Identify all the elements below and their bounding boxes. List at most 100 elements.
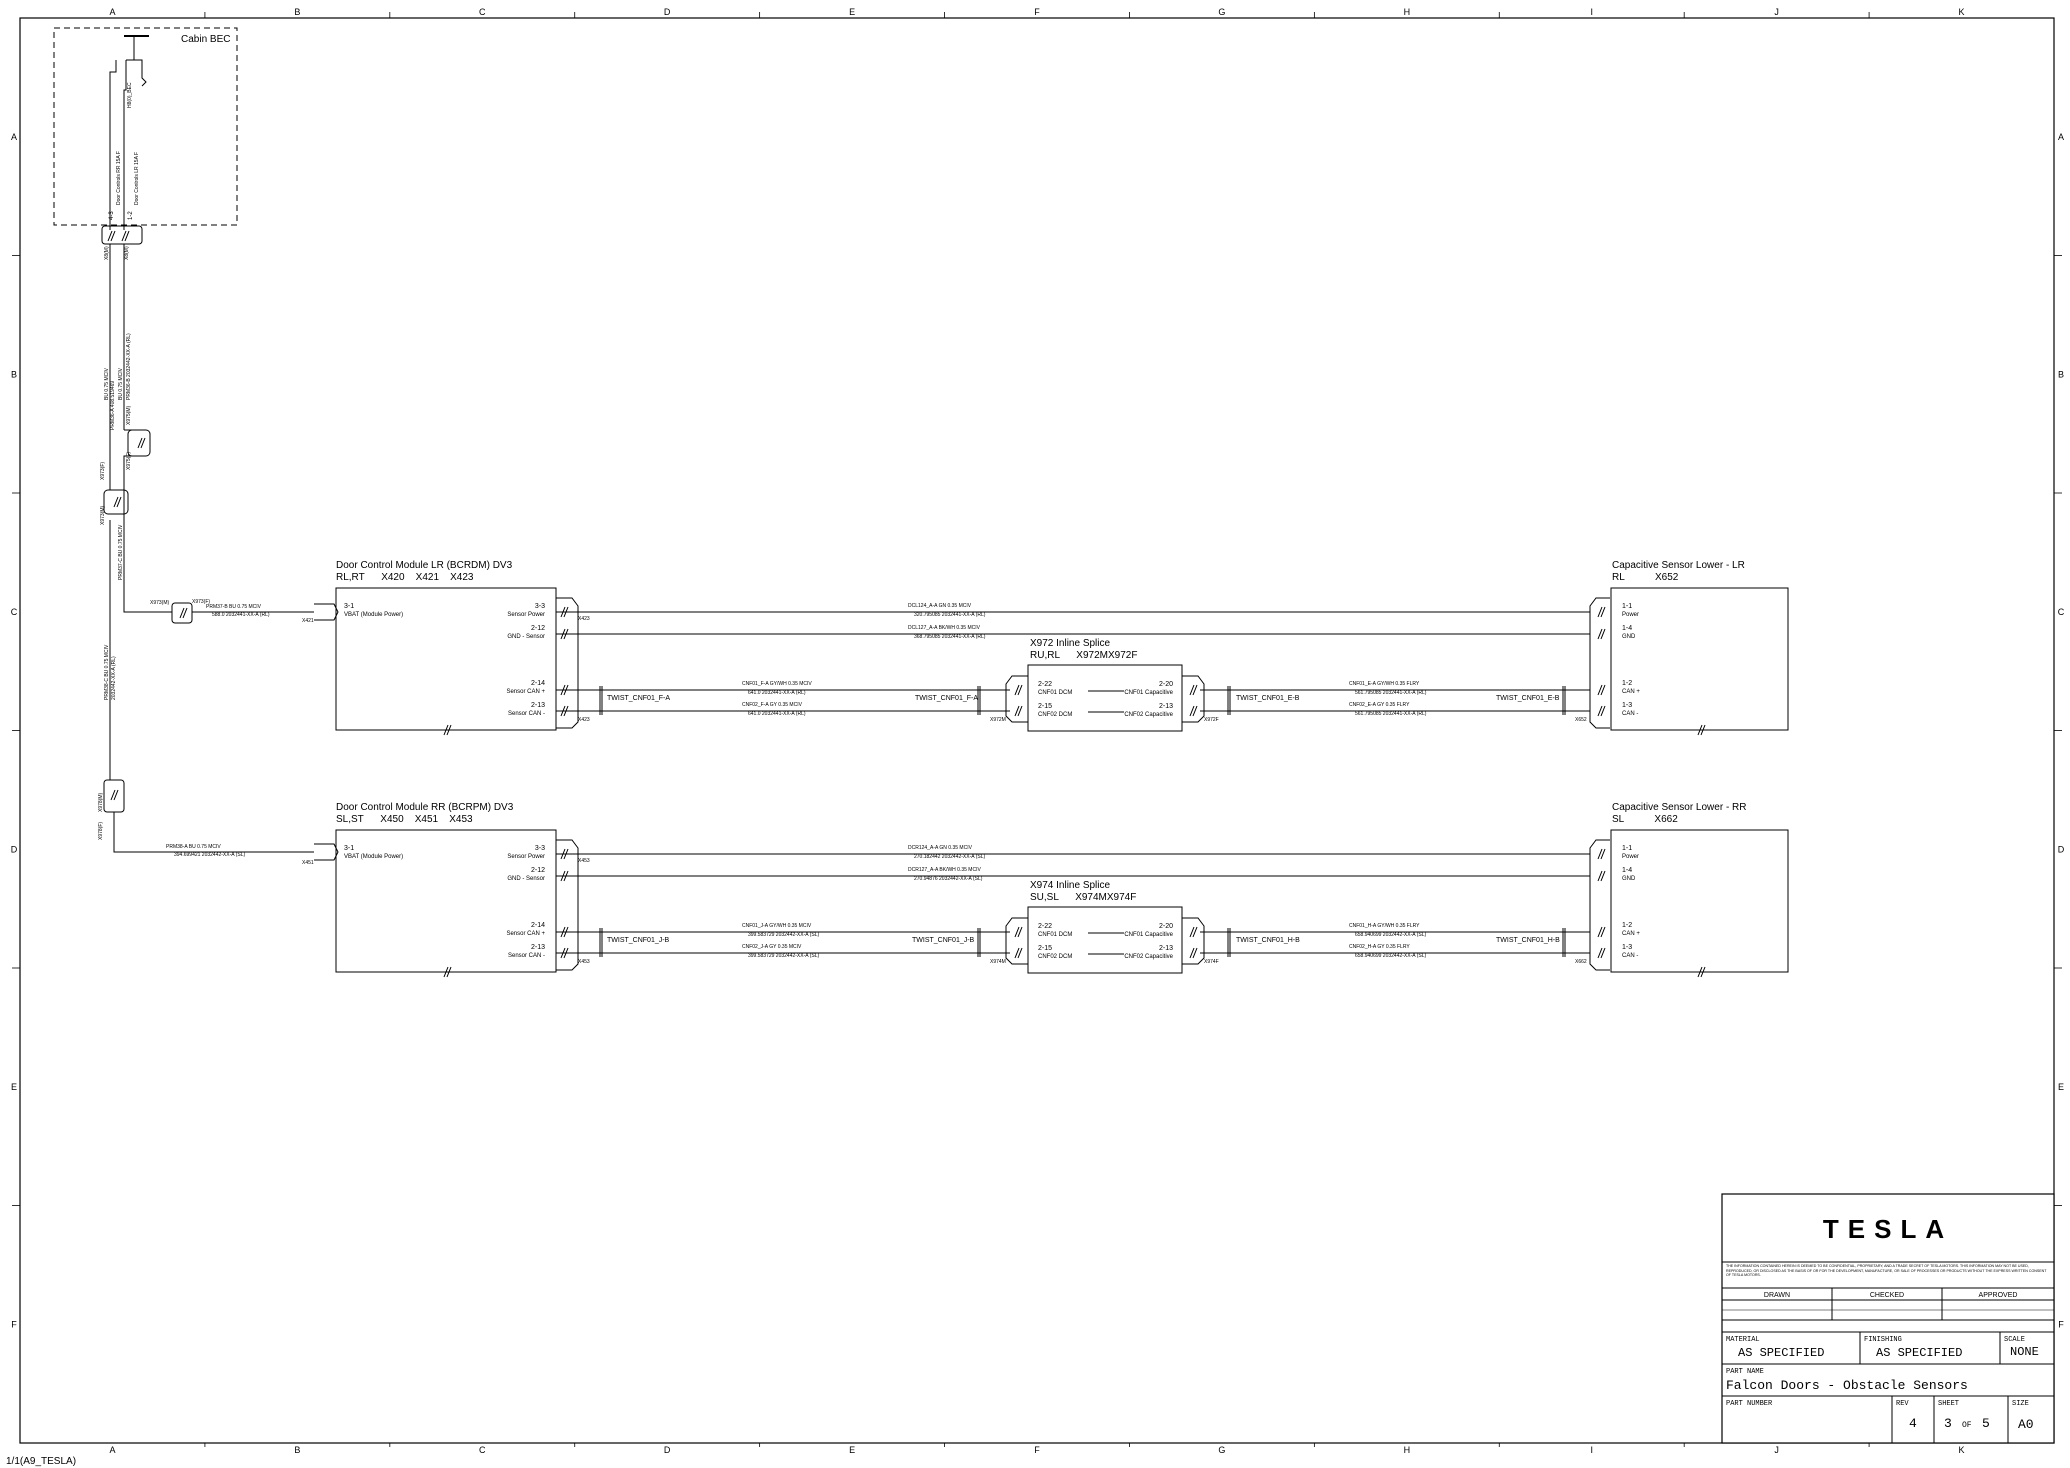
scale-label: SCALE: [2004, 1336, 2025, 1344]
grid-row-label-right: E: [2058, 1082, 2064, 1092]
grid-col-label-bottom: J: [1774, 1445, 1779, 1455]
grid-col-label-bottom: I: [1590, 1445, 1593, 1455]
grid-col-label-bottom: K: [1959, 1445, 1965, 1455]
bec-outline: [53, 27, 238, 226]
lr-cs-p4: 1-3: [1622, 702, 1632, 709]
grid-row-label-left: A: [11, 132, 17, 142]
bec-pin-b: 1-2: [128, 211, 134, 220]
grid-col-label-bottom: F: [1034, 1445, 1040, 1455]
rr-cs-p3: 1-2: [1622, 922, 1632, 929]
fuse-icon: [126, 59, 147, 87]
lr-conn-sp: X423: [578, 616, 590, 622]
lr-pin-sp: 3-3: [535, 603, 545, 610]
lr-sp-l1: CNF01 DCM: [1038, 690, 1072, 696]
lr-w-gnd: DCL127_A-A BK/WH 0.35 MCIV: [908, 625, 981, 631]
lr-lbl-canp: Sensor CAN +: [506, 689, 545, 695]
rr-sp-p4: 2-13: [1159, 945, 1173, 952]
rr-w-sp: DCR124_A-A GN 0.35 MCIV: [908, 845, 973, 851]
part-name-label: PART NAME: [1726, 1368, 1764, 1376]
rr-w-sp2: 270.182442 2032442-XX-A (SL): [914, 854, 985, 860]
lr-cs-title: Capacitive Sensor Lower - LR: [1612, 560, 1745, 571]
x978-connector: [103, 779, 125, 813]
lr-cs-l2: GND: [1622, 634, 1636, 640]
lr-lbl-sp: Sensor Power: [507, 612, 545, 618]
x8-connector: [101, 225, 143, 245]
rr-circuit: PRM38-A BU 0.75 MCIV 394.699421 2032442-…: [166, 802, 1789, 978]
grid-row-label-left: B: [11, 369, 17, 379]
lr-w-r-canp2: 561.795085 2032441-XX-A (RL): [1355, 690, 1427, 696]
sheet-footer: 1/1(A9_TESLA): [6, 1456, 76, 1467]
lr-sp-l4: CNF02 Capacitive: [1124, 712, 1173, 718]
x974f-connector: [1182, 917, 1205, 965]
sheet-value: 3: [1944, 1416, 1952, 1431]
grid-col-label-top: F: [1034, 7, 1040, 17]
lr-lbl-canm: Sensor CAN -: [508, 711, 545, 717]
grid-col-label-bottom: H: [1404, 1445, 1411, 1455]
x662-connector: [1589, 839, 1610, 971]
size-label: SIZE: [2012, 1400, 2029, 1408]
lr-twist-left-a: TWIST_CNF01_F-A: [607, 695, 670, 702]
grid-col-label-bottom: A: [109, 1445, 115, 1455]
rr-pin-vbat: 3-1: [344, 845, 354, 852]
title-block-frame: [1721, 1193, 2055, 1444]
grid-row-label-left: E: [11, 1082, 17, 1092]
lr-cs-conn: X652: [1575, 717, 1587, 723]
feed-wire-low: PRM38-C BU 0.75 MCIV: [104, 644, 110, 700]
grid-col-label-top: A: [109, 7, 115, 17]
grid-row-label-left: D: [11, 844, 18, 854]
x972f-connector: [1182, 675, 1205, 723]
grid-row-label-left: C: [11, 607, 18, 617]
finishing-label: FINISHING: [1864, 1336, 1902, 1344]
grid-col-label-bottom: C: [479, 1445, 486, 1455]
rev-label: REV: [1896, 1400, 1909, 1408]
lr-twist-right-a: TWIST_CNF01_E-B: [1236, 695, 1300, 702]
rr-w-r-canm: CNF02_H-A GY 0.35 FLRY: [1349, 944, 1410, 950]
x975-connector: [127, 429, 151, 457]
size-value: A0: [2018, 1417, 2034, 1432]
rr-dcm-sub: SL,ST X450 X451 X453: [336, 814, 473, 825]
rr-w-canp2: 399.583729 2032442-XX-A (SL): [748, 932, 819, 938]
rr-pin-canp: 2-14: [531, 922, 545, 929]
rr-sp-l3: CNF01 Capacitive: [1124, 932, 1173, 938]
x974m-connector: [1005, 917, 1028, 965]
rr-pin-sp: 3-3: [535, 845, 545, 852]
feed-wire-b2: PRM36-B 2032442-XX-A (RL): [126, 333, 132, 400]
part-number-label: PART NUMBER: [1726, 1400, 1773, 1408]
rr-w-canm: CNF02_J-A GY 0.35 MCIV: [742, 944, 802, 950]
rr-cs-l3: CAN +: [1622, 931, 1640, 937]
rr-twist-right-a: TWIST_CNF01_H-B: [1236, 937, 1300, 944]
sheet-total: 5: [1982, 1416, 1990, 1431]
lr-w-sp: DCL124_A-A GN 0.35 MCIV: [908, 603, 972, 609]
rr-w-canp: CNF01_J-A GY/WH 0.35 MCIV: [742, 923, 812, 929]
rr-w-gnd: DCR127_A-A BK/WH 0.35 MCIV: [908, 867, 981, 873]
grid-row-label-left: F: [11, 1319, 17, 1329]
rr-cs-l2: GND: [1622, 876, 1636, 882]
rr-dcm-box: [335, 829, 557, 973]
lr-sp-p1: 2-22: [1038, 681, 1052, 688]
lr-pin-canm: 2-13: [531, 702, 545, 709]
material-value: AS SPECIFIED: [1738, 1346, 1824, 1360]
x973m-label: X973(M): [150, 600, 170, 606]
grid-col-label-top: J: [1774, 7, 1779, 17]
rr-twist-right-b: TWIST_CNF01_H-B: [1496, 937, 1560, 944]
lr-cs-l3: CAN +: [1622, 689, 1640, 695]
x8-label-b: X8(M): [124, 246, 130, 260]
grid-col-label-bottom: E: [849, 1445, 855, 1455]
rr-w-r-canm2: 658.940699 2032442-XX-A (SL): [1355, 953, 1426, 959]
grid-row-label-right: F: [2058, 1319, 2064, 1329]
x976-label: X973(M): [100, 505, 106, 525]
rr-sp-p1: 2-22: [1038, 923, 1052, 930]
grid-row-label-right: C: [2058, 607, 2065, 617]
lr-sp-p3: 2-20: [1159, 681, 1173, 688]
rr-pin-canm: 2-13: [531, 944, 545, 951]
grid-col-label-top: C: [479, 7, 486, 17]
rr-lbl-sp: Sensor Power: [507, 854, 545, 860]
rr-sp-conn-r: X974F: [1204, 959, 1219, 965]
lr-conn-vbat: X421: [302, 618, 314, 624]
lr-cs-p1: 1-1: [1622, 603, 1632, 610]
rr-cs-title: Capacitive Sensor Lower - RR: [1612, 802, 1747, 813]
lr-cs-p2: 1-4: [1622, 625, 1632, 632]
rr-sp-p3: 2-20: [1159, 923, 1173, 930]
lr-splice-title: X972 Inline Splice: [1030, 638, 1110, 649]
